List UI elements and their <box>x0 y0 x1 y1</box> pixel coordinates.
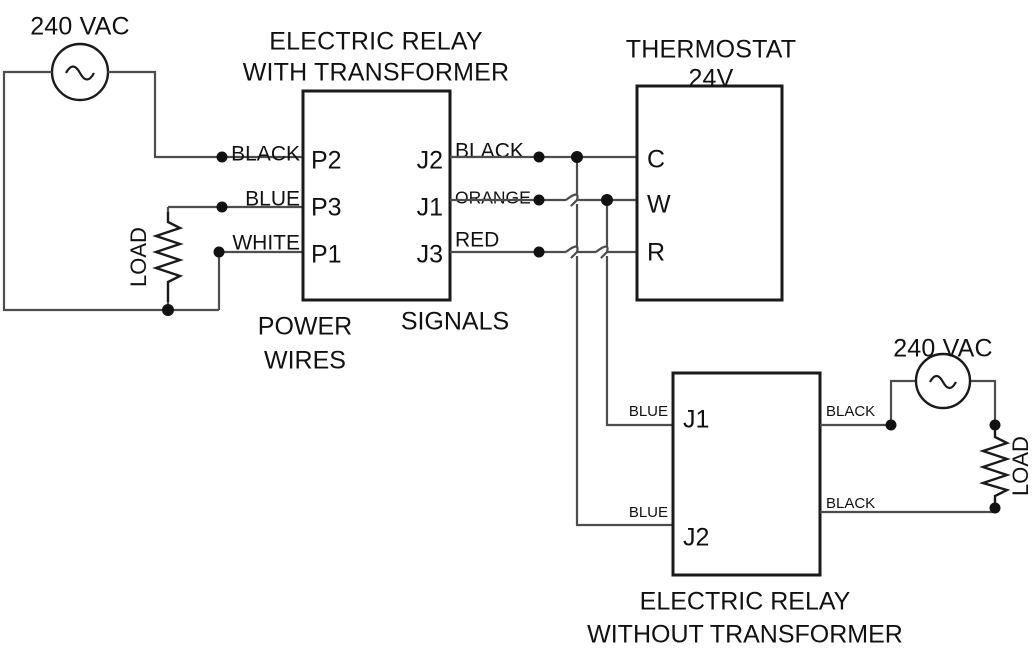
thermostat-box[interactable] <box>635 84 784 302</box>
thermostat-terminal-c: C <box>647 146 665 174</box>
relay-with-transformer-title-line1: ELECTRIC RELAY <box>269 28 483 56</box>
relay-without-transformer-caption-line1: ELECTRIC RELAY <box>640 588 851 616</box>
left-ac-sine-icon <box>65 65 95 81</box>
terminal-p1-label: P1 <box>311 241 342 269</box>
lower-wire-label-blue-j2: BLUE <box>629 504 668 521</box>
node-blue-p3 <box>216 201 228 213</box>
terminal-j2-label: J2 <box>417 147 443 175</box>
lower-wire-label-black-bottom: BLACK <box>826 495 875 512</box>
node-right-load-bottom <box>989 502 1001 514</box>
lower-wire-label-blue-j1: BLUE <box>629 403 668 420</box>
thermostat-terminal-w: W <box>647 191 671 219</box>
relay-without-transformer-box[interactable] <box>671 371 822 577</box>
right-power-group: 240 VAC LOAD <box>820 335 1033 514</box>
node-white-p1 <box>213 246 225 258</box>
node-right-black-top <box>885 419 897 431</box>
lower-terminal-j2-label: J2 <box>683 524 709 552</box>
signal-wiring-group <box>450 151 673 527</box>
power-wires-label-line1: POWER <box>258 313 352 341</box>
right-ac-sine-icon <box>929 374 957 390</box>
node-right-load-top <box>989 419 1001 431</box>
wire-label-blue-power: BLUE <box>245 188 300 211</box>
signals-label: SIGNALS <box>401 308 509 336</box>
left-resistor-symbol <box>152 212 184 302</box>
thermostat-title-line2: 24V <box>688 65 733 93</box>
relay-with-transformer-group[interactable]: ELECTRIC RELAY WITH TRANSFORMER P2 P3 P1… <box>231 28 531 302</box>
wire-w-drop-to-j1-lower <box>605 256 673 427</box>
right-ac-source-label: 240 VAC <box>893 335 993 363</box>
right-load-resistor <box>978 429 1011 504</box>
right-resistor-symbol <box>978 429 1011 504</box>
wire-label-black-power: BLACK <box>231 143 300 166</box>
thermostat-group[interactable]: THERMOSTAT 24V C W R <box>626 36 797 302</box>
terminal-p3-label: P3 <box>311 194 342 222</box>
wire-hop-red-over-c-drop <box>565 245 579 259</box>
node-c-branch <box>571 151 583 163</box>
relay-without-transformer-caption-line2: WITHOUT TRANSFORMER <box>587 621 903 649</box>
node-black-p2 <box>216 151 228 163</box>
power-wires-label-line2: WIRES <box>264 347 346 375</box>
wire-label-red-signal: RED <box>455 229 499 252</box>
terminal-j1-label: J1 <box>417 194 443 222</box>
wire-hop-orange-over-c-drop <box>565 193 579 207</box>
left-ac-source-label: 240 VAC <box>30 13 130 41</box>
wire-source-to-load-top <box>970 379 997 425</box>
wire-black-to-p2 <box>108 70 303 159</box>
node-signal-orange <box>533 194 545 206</box>
left-power-wiring: LOAD <box>2 70 303 316</box>
left-load-label: LOAD <box>126 227 151 287</box>
relay-without-transformer-group[interactable]: J1 J2 BLUE BLUE BLACK BLACK ELECTRIC REL… <box>587 371 903 649</box>
wire-c-drop-to-j2-lower <box>575 256 673 527</box>
thermostat-title-line1: THERMOSTAT <box>626 36 797 64</box>
node-load-bottom <box>162 304 174 316</box>
wire-hop-red-over-w-drop <box>595 245 609 259</box>
lower-terminal-j1-label: J1 <box>683 406 709 434</box>
node-signal-red <box>533 246 545 258</box>
node-signal-black <box>533 151 545 163</box>
wire-left-rail <box>2 70 168 312</box>
terminal-j3-label: J3 <box>417 241 443 269</box>
left-ac-source-group: 240 VAC <box>30 13 130 102</box>
relay-with-transformer-title-line2: WITH TRANSFORMER <box>243 59 510 87</box>
terminal-p2-label: P2 <box>311 147 342 175</box>
wire-label-orange-signal: ORANGE <box>455 188 531 208</box>
thermostat-terminal-r: R <box>647 239 665 267</box>
right-load-label: LOAD <box>1008 436 1033 496</box>
wire-label-white-power: WHITE <box>232 232 300 255</box>
node-w-branch <box>601 194 613 206</box>
wire-right-black-top <box>820 379 915 427</box>
relay-with-transformer-box[interactable] <box>301 89 452 302</box>
left-load-resistor <box>152 212 184 310</box>
wire-label-black-signal: BLACK <box>455 140 524 163</box>
lower-wire-label-black-top: BLACK <box>826 403 875 420</box>
